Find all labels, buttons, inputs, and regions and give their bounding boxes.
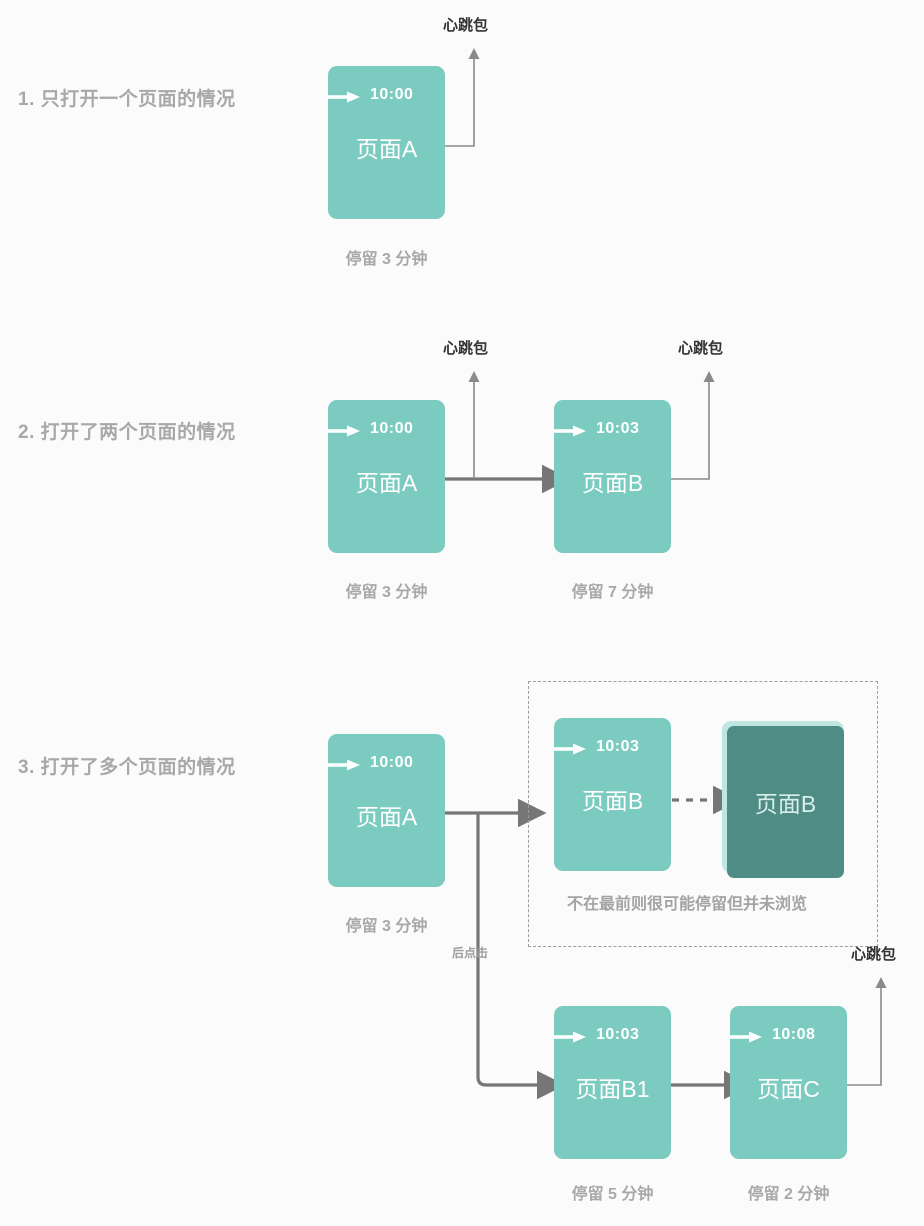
heartbeat-label-s1-a: 心跳包: [443, 17, 489, 34]
page-time-s1-a: 10:00: [370, 86, 414, 103]
enter-arrow-icon: [729, 1031, 762, 1043]
branch-label-later-click: 后点击: [452, 946, 489, 960]
section-label-2: 2. 打开了两个页面的情况: [18, 422, 236, 443]
page-name-s2-a: 页面A: [355, 470, 418, 496]
heartbeat-label-s2-b: 心跳包: [678, 340, 724, 357]
page-time-s3-c: 10:08: [772, 1026, 816, 1043]
enter-arrow-icon: [553, 1031, 586, 1043]
enter-arrow-icon: [327, 759, 360, 771]
heartbeat-arrow-s3-c: [847, 977, 887, 1086]
enter-arrow-icon: [553, 743, 586, 755]
page-caption-s3-c: 停留 2 分钟: [747, 1186, 830, 1203]
enter-arrow-icon: [327, 425, 360, 437]
page-name-s3-c: 页面C: [757, 1076, 820, 1102]
page-box-s2-b[interactable]: 10:03 页面B: [553, 400, 671, 553]
enter-arrow-icon: [327, 91, 360, 103]
heartbeat-arrow-s1-a: [445, 48, 480, 147]
section-label-3: 3. 打开了多个页面的情况: [18, 757, 236, 778]
page-name-s1-a: 页面A: [355, 136, 418, 162]
page-box-s2-a[interactable]: 10:00 页面A: [327, 400, 445, 553]
page-time-s3-b: 10:03: [596, 738, 640, 755]
heartbeat-arrow-s2-b: [671, 371, 715, 480]
enter-arrow-icon: [553, 425, 586, 437]
section-label-1: 1. 只打开一个页面的情况: [18, 89, 236, 110]
page-box-s3-a[interactable]: 10:00 页面A: [327, 734, 445, 887]
dashed-group-note: 不在最前则很可能停留但并未浏览: [567, 896, 808, 913]
page-time-s2-b: 10:03: [596, 420, 640, 437]
page-caption-s2-a: 停留 3 分钟: [345, 584, 428, 601]
page-caption-s3-a: 停留 3 分钟: [345, 918, 428, 935]
page-box-s3-b1[interactable]: 10:03 页面B1: [553, 1006, 671, 1159]
page-box-s1-a[interactable]: 10:00 页面A: [327, 66, 445, 219]
page-name-s2-b: 页面B: [581, 470, 644, 496]
page-box-s3-b-dark[interactable]: 页面B: [727, 726, 844, 878]
dashed-group-not-foreground: [528, 681, 878, 947]
page-caption-s1-a: 停留 3 分钟: [345, 251, 428, 268]
page-caption-s3-b1: 停留 5 分钟: [571, 1186, 654, 1203]
page-name-s3-a: 页面A: [355, 804, 418, 830]
page-name-s3-b: 页面B: [581, 788, 644, 814]
page-time-s2-a: 10:00: [370, 420, 414, 437]
page-time-s3-a: 10:00: [370, 754, 414, 771]
page-name-s3-b-dark: 页面B: [754, 791, 817, 817]
page-caption-s2-b: 停留 7 分钟: [571, 584, 654, 601]
page-box-s3-c[interactable]: 10:08 页面C: [729, 1006, 847, 1159]
heartbeat-label-s3-c: 心跳包: [851, 946, 897, 963]
page-time-s3-b1: 10:03: [596, 1026, 640, 1043]
heartbeat-label-s2-a: 心跳包: [443, 340, 489, 357]
page-box-s3-b[interactable]: 10:03 页面B: [553, 718, 671, 871]
page-name-s3-b1: 页面B1: [575, 1076, 650, 1102]
